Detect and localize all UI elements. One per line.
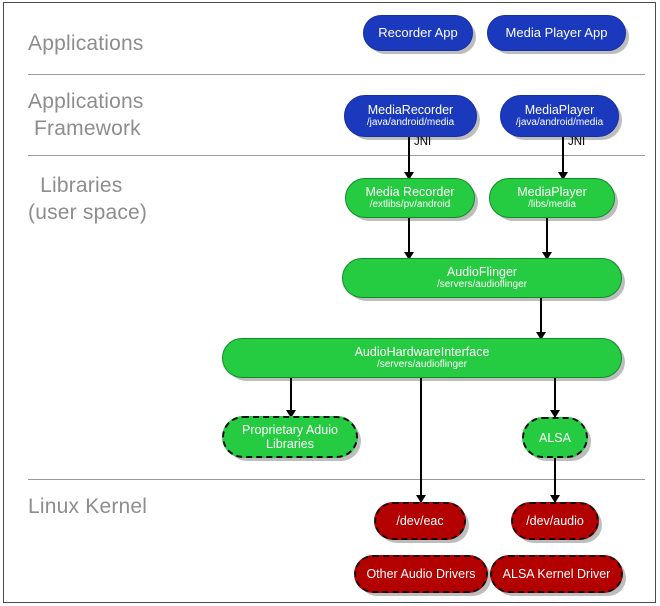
arrowhead-mediaplayer-lib (558, 172, 568, 180)
node-media-recorder-lib[interactable]: Media Recorder /extlibs/pv/android (345, 178, 475, 218)
node-dev-audio[interactable]: /dev/audio (511, 502, 599, 540)
arrowhead-audioflinger-left (404, 252, 414, 260)
connector-mediarecorder-to-media-recorder (408, 137, 410, 180)
node-proprietary-audio-libraries-subtitle: Libraries (266, 437, 314, 451)
section-label-applications: Applications (28, 32, 144, 55)
connector-mediaplayer-to-mediaplayer-lib (562, 137, 564, 180)
node-mediarecorder-framework-path: /java/android/media (366, 117, 455, 128)
node-mediaplayer-lib[interactable]: MediaPlayer /libs/media (489, 178, 615, 218)
arrowhead-alsa (550, 410, 560, 418)
section-label-linux-kernel: Linux Kernel (28, 495, 148, 518)
node-audioflinger[interactable]: AudioFlinger /servers/audioflinger (342, 258, 622, 298)
edge-label-jni-right: JNI (568, 136, 586, 148)
connector-media-recorder-to-audioflinger (408, 218, 410, 260)
node-other-audio-drivers-title: Other Audio Drivers (366, 567, 476, 581)
node-mediaplayer-framework-path: /java/android/media (515, 117, 604, 128)
node-mediaplayer-lib-path: /libs/media (528, 199, 576, 210)
connector-ahi-to-dev-eac (420, 378, 422, 503)
node-recorder-app[interactable]: Recorder App (363, 15, 473, 51)
section-label-libraries: Libraries (user space) (28, 174, 148, 224)
node-mediarecorder-framework-title: MediaRecorder (367, 103, 454, 117)
node-media-recorder-lib-path: /extlibs/pv/android (369, 199, 451, 210)
node-alsa-kernel-driver[interactable]: ALSA Kernel Driver (490, 555, 623, 593)
node-proprietary-audio-libraries[interactable]: Proprietary Aduio Libraries (222, 416, 358, 458)
arrowhead-audioflinger-right (542, 252, 552, 260)
node-alsa-kernel-driver-title: ALSA Kernel Driver (502, 567, 611, 581)
connector-mediaplayer-to-audioflinger (546, 218, 548, 260)
node-mediaplayer-lib-title: MediaPlayer (517, 185, 587, 199)
arrowhead-proprietary-libraries (286, 410, 296, 418)
node-dev-eac-title: /dev/eac (396, 514, 444, 528)
arrowhead-dev-eac (416, 495, 426, 503)
node-mediaplayer-framework-title: MediaPlayer (524, 103, 595, 117)
node-dev-audio-title: /dev/audio (526, 514, 584, 528)
node-dev-eac[interactable]: /dev/eac (374, 502, 466, 540)
divider-applications-framework (28, 155, 645, 156)
divider-applications (28, 74, 645, 75)
node-mediarecorder-framework[interactable]: MediaRecorder /java/android/media (344, 95, 477, 137)
node-recorder-app-title: Recorder App (378, 25, 458, 40)
connector-audioflinger-to-audiohardwareinterface (540, 298, 542, 340)
node-media-player-app-title: Media Player App (505, 25, 608, 40)
node-audiohardwareinterface-title: AudioHardwareInterface (354, 345, 490, 359)
node-other-audio-drivers[interactable]: Other Audio Drivers (354, 555, 488, 593)
arrowhead-media-recorder (404, 172, 414, 180)
node-proprietary-audio-libraries-title: Proprietary Aduio (242, 423, 338, 437)
divider-linux-kernel (28, 479, 645, 480)
edge-label-jni-left: JNI (414, 136, 432, 148)
node-mediaplayer-framework[interactable]: MediaPlayer /java/android/media (500, 95, 619, 137)
node-alsa[interactable]: ALSA (522, 417, 588, 458)
node-media-recorder-lib-title: Media Recorder (365, 185, 455, 199)
node-alsa-title: ALSA (539, 430, 571, 445)
node-audiohardwareinterface[interactable]: AudioHardwareInterface /servers/audiofli… (222, 338, 622, 378)
node-audiohardwareinterface-path: /servers/audioflinger (376, 359, 468, 370)
arrowhead-audiohardwareinterface (536, 332, 546, 340)
connector-ahi-to-proprietary-libraries (290, 378, 292, 418)
node-audioflinger-path: /servers/audioflinger (436, 279, 528, 290)
node-media-player-app[interactable]: Media Player App (487, 15, 626, 51)
node-audioflinger-title: AudioFlinger (446, 265, 518, 279)
section-label-applications-framework: Applications Framework (28, 90, 144, 140)
connector-alsa-to-dev-audio (554, 458, 556, 503)
arrowhead-dev-audio (550, 495, 560, 503)
connector-ahi-to-alsa (554, 378, 556, 418)
